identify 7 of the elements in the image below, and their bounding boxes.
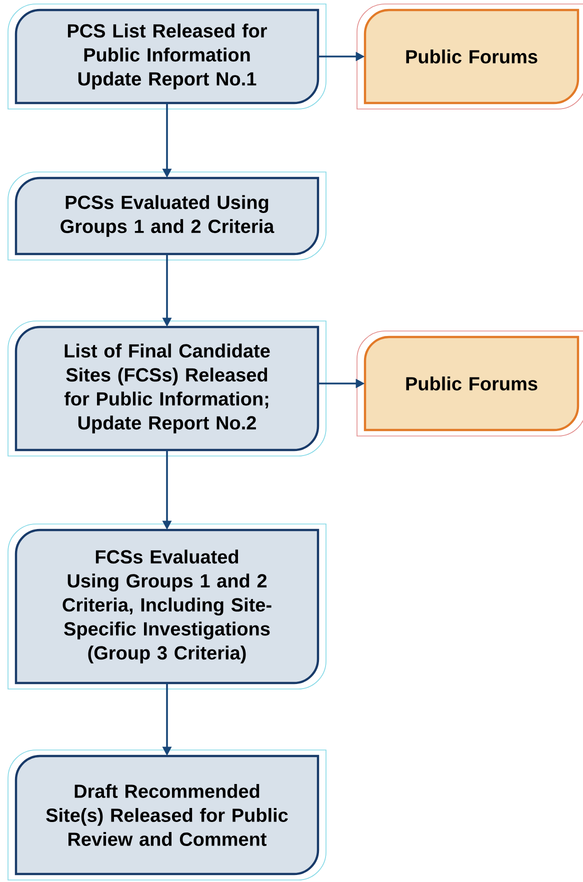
process-box: FCSs Evaluated Using Groups 1 and 2 Criteria, Including Site-Specific Investigations (Group 3 Criteria)	[8, 524, 326, 690]
forum-box: Public Forums	[356, 4, 583, 110]
process-box: Draft Recommended Site(s) Released for Public Review and Comment	[8, 750, 326, 880]
process-box: List of Final Candidate Sites (FCSs) Released for Public Information; Update Report No.2	[8, 320, 326, 456]
process-box: PCSs Evaluated Using Groups 1 and 2 Criteria	[8, 172, 326, 260]
process-box: PCS List Released for Public Information Update Report No.1	[8, 4, 326, 110]
forum-box: Public Forums	[356, 330, 583, 436]
